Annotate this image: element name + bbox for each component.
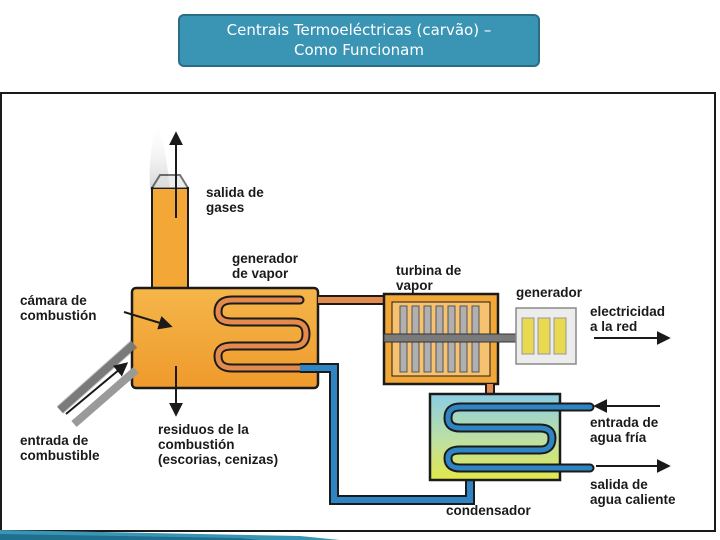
label-residuos: residuos de la combustión (escorias, cen…: [158, 422, 278, 467]
slide-accent-stripe: [0, 530, 340, 540]
combustion-chamber-arrow: [123, 311, 173, 330]
label-generador: generador: [516, 285, 583, 300]
label-electricidad: electricidad a la red: [590, 304, 669, 334]
label-entrada-agua-fria: entrada de agua fría: [590, 415, 662, 445]
boiler: [130, 286, 320, 390]
label-condensador: condensador: [446, 503, 532, 518]
label-salida-agua-caliente: salida de agua caliente: [590, 477, 676, 507]
fuel-pipe-2: [71, 366, 139, 428]
slide-title-line-2: Como Funcionam: [294, 41, 424, 59]
fuel-pipe-1: [57, 341, 137, 413]
condenser-coil: [443, 402, 595, 473]
steam-generator-coil: [213, 295, 311, 373]
label-generador-vapor: generador de vapor: [232, 251, 302, 281]
power-plant-diagram: salida de gases generador de vapor cámar…: [20, 120, 676, 518]
label-entrada-combustible: entrada de combustible: [20, 433, 100, 463]
diagram-frame: [0, 92, 716, 532]
label-salida-gases: salida de gases: [206, 185, 268, 215]
label-turbina-vapor: turbina de vapor: [396, 263, 465, 293]
label-camara-combustion: cámara de combustión: [20, 293, 97, 323]
smoke-plume: [149, 120, 170, 190]
fuel-arrow: [65, 362, 129, 415]
chimney: [151, 187, 189, 293]
slide-title: Centrais Termoeléctricas (carvão) – Como…: [178, 14, 540, 67]
slide-title-line-1: Centrais Termoeléctricas (carvão) –: [226, 21, 492, 39]
